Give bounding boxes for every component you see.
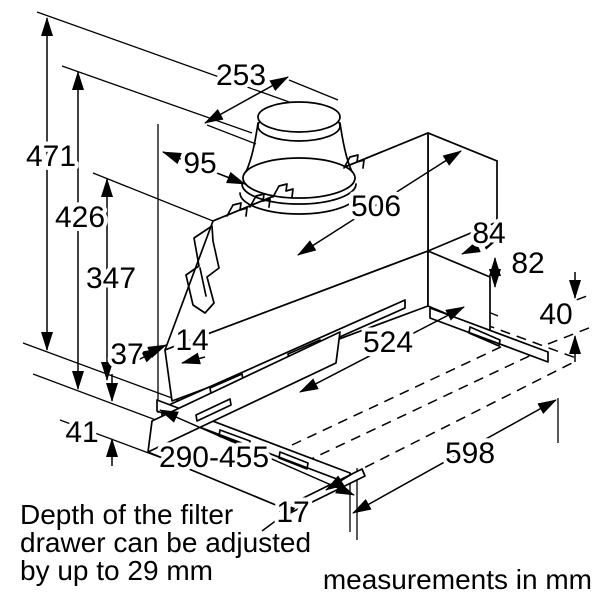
spring-clip-1 <box>226 202 248 217</box>
units-note: measurements in mm <box>323 564 592 595</box>
dim-17-label: 17 <box>276 496 309 529</box>
dim-37-label: 37 <box>110 338 143 371</box>
dim-line-598 <box>352 399 557 514</box>
dim-14-label: 14 <box>175 324 208 357</box>
dim-347-label: 347 <box>86 262 136 295</box>
filter-drawer-note-line-3: by up to 29 mm <box>20 555 213 586</box>
mounting-hook <box>185 225 220 314</box>
dim-506-label: 506 <box>351 190 401 223</box>
duct-rim-upper <box>257 101 341 133</box>
ext-base-2 <box>32 373 173 427</box>
filter-drawer-note-line-2: drawer can be adjusted <box>20 527 311 558</box>
dim-598-label: 598 <box>445 437 495 470</box>
dim-line-290-455 <box>159 409 355 496</box>
dashed-frame-inner-2 <box>304 349 543 463</box>
bracket-slot <box>468 326 501 347</box>
spring-clips <box>185 154 365 314</box>
dim-line-95 <box>162 151 246 185</box>
dim-82-label: 82 <box>511 247 544 280</box>
dim-line-17-a <box>261 504 298 532</box>
dim-line-524 <box>299 306 465 393</box>
ext-base-1 <box>22 342 181 402</box>
dim-95-label: 95 <box>183 147 216 180</box>
dim-line-14-b <box>181 352 206 365</box>
filter-drawer-note-line-1: Depth of the filter <box>20 499 233 530</box>
dim-line-506 <box>297 150 462 256</box>
mounting-hook-detail <box>199 267 207 297</box>
ext-253-right <box>288 79 339 101</box>
dim-41-label: 41 <box>65 416 98 449</box>
notes: Depth of the filter drawer can be adjust… <box>20 499 592 595</box>
duct-base-flange <box>242 157 356 199</box>
ext-body-top <box>92 172 214 222</box>
dim-line-84 <box>461 236 501 255</box>
dim-290-455-label: 290-455 <box>159 441 269 474</box>
ext-253-left <box>206 124 257 145</box>
dim-40-label: 40 <box>539 298 572 331</box>
dim-253-label: 253 <box>216 59 266 92</box>
dim-471-label: 471 <box>26 140 76 173</box>
dim-524-label: 524 <box>363 326 413 359</box>
dim-426-label: 426 <box>55 201 105 234</box>
dimension-lines <box>41 17 581 532</box>
spring-clip-3 <box>272 183 294 198</box>
dashed-rail-top <box>544 293 593 313</box>
duct-adapter <box>239 101 359 215</box>
dim-84-label: 84 <box>472 217 505 250</box>
dim-line-253 <box>204 76 289 124</box>
dim-line-14-a <box>145 344 167 358</box>
dim-line-17-b <box>325 473 353 491</box>
spring-clip-2 <box>249 193 271 208</box>
dimension-labels: 471 426 347 253 95 506 84 82 40 37 14 52… <box>22 55 577 533</box>
